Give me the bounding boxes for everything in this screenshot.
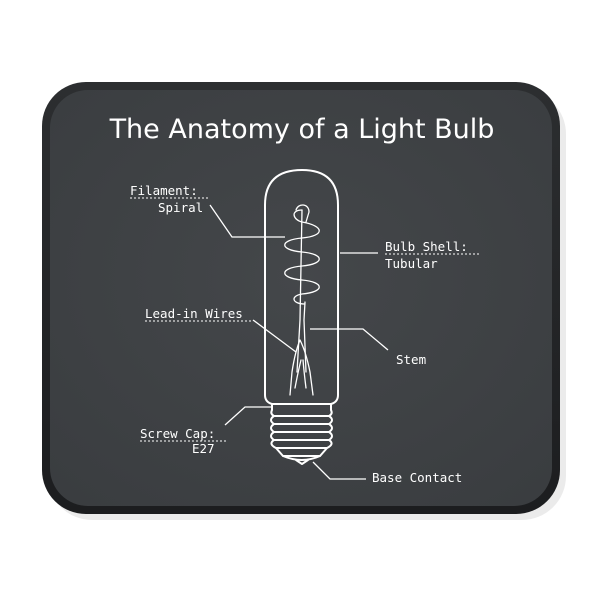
label-bulb-shell-name: Bulb Shell: [385,239,468,254]
label-stem-name: Stem [396,352,426,367]
spiral-filament [284,209,320,305]
label-screw-cap: Screw Cap: E27 [140,426,226,456]
label-screw-cap-value: E27 [192,441,215,456]
label-stem: Stem [396,352,426,367]
label-filament-value: Spiral [158,200,203,215]
light-bulb-illustration [264,169,339,465]
label-base-contact-name: Base Contact [372,470,462,485]
leader-lines [209,204,389,480]
label-filament: Filament: Spiral [130,183,209,215]
label-lead-in-wires: Lead-in Wires [145,306,253,322]
label-base-contact: Base Contact [372,470,462,485]
base-contact [295,459,309,465]
page-title: The Anatomy of a Light Bulb [109,114,495,145]
label-bulb-shell: Bulb Shell: Tubular [385,239,479,271]
label-screw-cap-name: Screw Cap: [140,426,215,441]
screw-cap [270,403,333,461]
stem [289,339,314,396]
lead-in-wires [296,209,303,373]
label-bulb-shell-value: Tubular [385,256,438,271]
bulb-shell-outline [264,169,339,405]
label-filament-name: Filament: [130,183,198,198]
label-lead-in-wires-name: Lead-in Wires [145,306,243,321]
